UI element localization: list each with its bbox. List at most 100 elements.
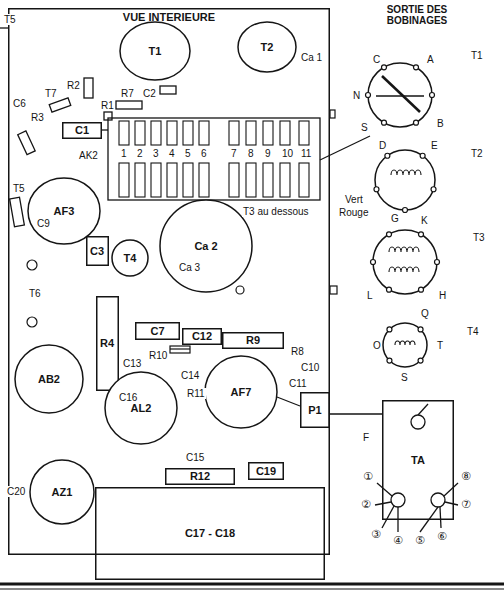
pin-letter: B [436, 118, 445, 129]
switch-block [445, 502, 458, 505]
wiring [170, 348, 190, 349]
part-label: R3 [30, 112, 45, 123]
terminal-lug [299, 121, 309, 145]
terminal-number: 3 [152, 148, 160, 159]
pin-letter: H [438, 290, 447, 301]
component-box: R12 [165, 468, 235, 485]
component-box: C3 [86, 236, 109, 266]
coil-socket [368, 63, 432, 127]
part-label: AK2 [78, 150, 99, 161]
part-label: Ca 1 [300, 52, 323, 63]
wiring [236, 286, 244, 294]
coil-socket [375, 150, 435, 210]
terminal-number: ⑦ [460, 498, 472, 510]
terminal-lug [299, 163, 309, 197]
component-name: P1 [308, 404, 321, 416]
page-rule [0, 583, 504, 586]
socket-pin [387, 358, 392, 363]
component-box: C19 [248, 462, 284, 480]
circle-outline [28, 178, 100, 244]
component-name: R4 [100, 337, 114, 349]
component-name: T2 [261, 41, 274, 53]
socket-pin [435, 260, 440, 265]
terminal-lug [167, 163, 177, 197]
socket-pin [387, 327, 392, 332]
component-name: C19 [256, 465, 276, 477]
part-label: C2 [142, 88, 157, 99]
top-left-components [160, 86, 176, 94]
coil-winding [395, 341, 415, 345]
pin-letter: A [426, 54, 435, 65]
part-label: T3 au dessous [242, 206, 310, 217]
top-left-components [10, 197, 25, 226]
terminal-lug [183, 163, 193, 197]
wiring [320, 136, 370, 160]
top-left-components [49, 98, 71, 112]
terminal-number: 7 [230, 148, 238, 159]
part-label: T5 [12, 183, 26, 194]
top-left-components [102, 129, 108, 130]
pin-letter: G [390, 213, 400, 224]
terminal-lug [229, 121, 239, 145]
component-box: C17 - C18 [95, 487, 325, 580]
part-label: T5 [3, 14, 17, 25]
component-box: TA [382, 400, 454, 520]
switch-block [440, 507, 441, 528]
component-name: T1 [149, 45, 162, 57]
terminal-number: 11 [300, 148, 312, 159]
component-name: AF3 [54, 205, 75, 217]
pin-letter: O [372, 340, 382, 351]
component-name: C3 [90, 245, 104, 257]
wiring [330, 110, 335, 118]
socket-pin [418, 327, 423, 332]
terminal-number: ⑤ [414, 534, 426, 546]
component-name: VUE INTERIEURE [123, 11, 215, 23]
circle-outline [120, 22, 190, 80]
terminal-lug [199, 163, 209, 197]
component-box: C12 [182, 328, 222, 345]
terminal-number: 2 [136, 148, 144, 159]
terminal-lug [246, 163, 256, 197]
pin-letter: S [400, 372, 409, 383]
part-label: R7 [120, 88, 135, 99]
part-label: R10 [148, 350, 168, 361]
wiring [27, 317, 37, 327]
terminal-lug [199, 121, 209, 145]
terminal-lug [151, 163, 161, 197]
component-box: C7 [135, 322, 180, 340]
pin-letter: Rouge [338, 207, 369, 218]
terminal-lug [119, 121, 129, 145]
circle-outline [238, 22, 296, 72]
circle-outline [105, 372, 177, 444]
part-label: T2 [470, 148, 484, 159]
terminal-lug [263, 163, 273, 197]
coil-socket [383, 323, 427, 367]
terminal-lug [280, 163, 290, 197]
page-rule [0, 584, 504, 589]
socket-pin [403, 208, 408, 213]
component-name: AL2 [131, 402, 152, 414]
wiring [277, 397, 300, 406]
socket-pin [387, 232, 392, 237]
socket-pin [431, 187, 436, 192]
terminal-number: ② [360, 498, 372, 510]
part-label: R8 [290, 346, 305, 357]
socket-pin [387, 287, 392, 292]
wiring [27, 260, 37, 270]
tube-component: T4 [112, 240, 148, 276]
terminal-number: ⑧ [460, 470, 472, 482]
terminal-number: 6 [200, 148, 208, 159]
part-label: C16 [118, 392, 138, 403]
part-label: T7 [44, 88, 58, 99]
component-name: AB2 [38, 373, 60, 385]
part-label: T3 [472, 232, 486, 243]
terminal-number: ③ [370, 528, 382, 540]
part-label: T6 [28, 288, 42, 299]
socket-pin [371, 260, 376, 265]
terminal-lug [151, 121, 161, 145]
terminal-number: ① [362, 470, 374, 482]
terminal-lug [135, 121, 145, 145]
switch-block [411, 415, 425, 429]
component-name: T4 [124, 252, 137, 264]
part-label: R1 [100, 100, 115, 111]
